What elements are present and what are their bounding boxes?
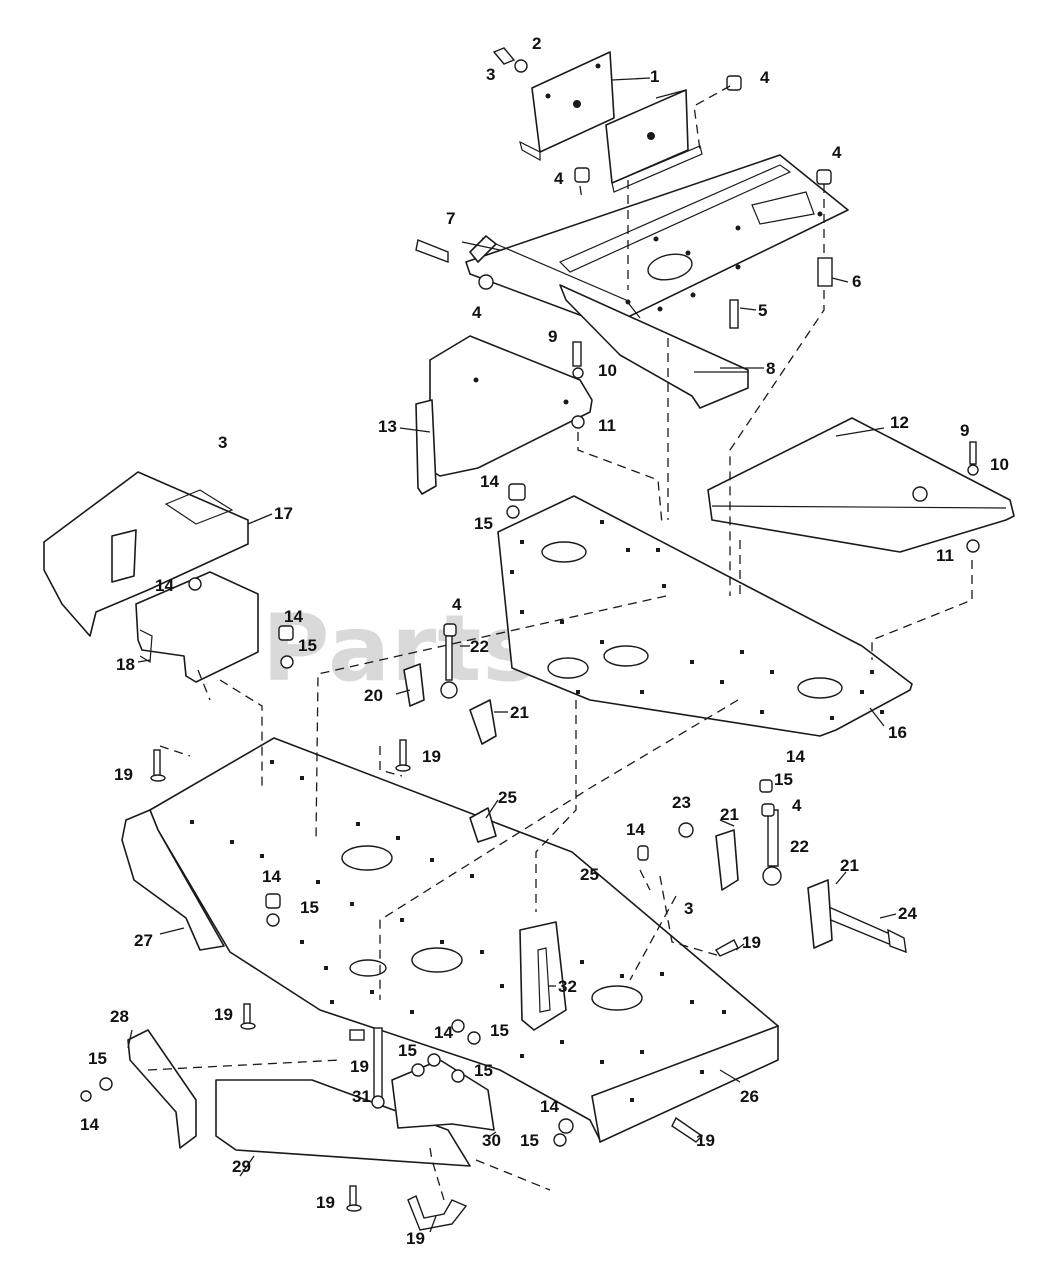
callout-4: 4	[554, 169, 564, 188]
part-28-29-lower-brackets	[127, 1029, 495, 1167]
callout-21: 21	[720, 805, 739, 824]
callout-15: 15	[490, 1021, 509, 1040]
callout-19: 19	[742, 933, 761, 952]
callout-2: 2	[532, 34, 541, 53]
callout-3: 3	[486, 65, 495, 84]
callout-11: 11	[936, 546, 954, 565]
callout-4: 4	[792, 796, 802, 815]
callout-4: 4	[472, 303, 482, 322]
part-1-mounting-brackets	[519, 51, 703, 193]
callout-7: 7	[446, 209, 455, 228]
part-17-left-shroud	[43, 471, 249, 637]
part-12-right-plate	[707, 417, 1015, 553]
callout-5: 5	[758, 301, 767, 320]
callout-19: 19	[316, 1193, 335, 1212]
callout-4: 4	[452, 595, 462, 614]
callout-15: 15	[474, 514, 493, 533]
callout-14: 14	[626, 820, 645, 839]
callout-24: 24	[898, 904, 917, 923]
callout-30: 30	[482, 1131, 501, 1150]
callout-15: 15	[474, 1061, 493, 1080]
part-32-slotted-bracket	[519, 921, 567, 1031]
callout-21: 21	[510, 703, 529, 722]
callout-23: 23	[672, 793, 691, 812]
callout-15: 15	[774, 770, 793, 789]
callout-labels: 1 2 3 4 4 4 7 4 6 5 9 10 8 13 11 12 9 10…	[80, 34, 1009, 1248]
callout-15: 15	[398, 1041, 417, 1060]
callout-14: 14	[262, 867, 281, 886]
callout-25: 25	[498, 788, 517, 807]
callout-14: 14	[480, 472, 499, 491]
callout-28: 28	[110, 1007, 129, 1026]
callout-32: 32	[558, 977, 577, 996]
part-13-side-plate	[415, 335, 593, 495]
part-24-long-bolt	[820, 902, 907, 954]
callout-29: 29	[232, 1157, 251, 1176]
callout-19: 19	[406, 1229, 425, 1248]
callout-3: 3	[684, 899, 693, 918]
callout-14: 14	[786, 747, 805, 766]
hardware-fasteners	[80, 47, 980, 1231]
part-27-flap	[121, 809, 225, 951]
part-8-frame-channel	[465, 154, 849, 409]
callout-15: 15	[300, 898, 319, 917]
callout-19: 19	[214, 1005, 233, 1024]
callout-22: 22	[470, 637, 489, 656]
callout-25: 25	[580, 865, 599, 884]
callout-31: 31	[352, 1087, 371, 1106]
callout-15: 15	[520, 1131, 539, 1150]
callout-15: 15	[88, 1049, 107, 1068]
callout-21: 21	[840, 856, 859, 875]
callout-22: 22	[790, 837, 809, 856]
callout-8: 8	[766, 359, 775, 378]
part-16-center-plate	[497, 495, 913, 737]
callout-19: 19	[696, 1131, 715, 1150]
callout-13: 13	[378, 417, 397, 436]
callout-18: 18	[116, 655, 135, 674]
callout-17: 17	[274, 504, 293, 523]
part-26-base-plate	[149, 737, 779, 1143]
callout-10: 10	[598, 361, 617, 380]
callout-19: 19	[350, 1057, 369, 1076]
callout-4: 4	[832, 143, 842, 162]
callout-19: 19	[422, 747, 441, 766]
callout-14: 14	[540, 1097, 559, 1116]
callout-1: 1	[650, 67, 659, 86]
callout-26: 26	[740, 1087, 759, 1106]
callout-20: 20	[364, 686, 383, 705]
callout-19: 19	[114, 765, 133, 784]
callout-14: 14	[155, 576, 174, 595]
callout-10: 10	[990, 455, 1009, 474]
callout-6: 6	[852, 272, 861, 291]
callout-9: 9	[960, 421, 969, 440]
callout-27: 27	[134, 931, 153, 950]
callout-16: 16	[888, 723, 907, 742]
part-21-22-pivot-assembly	[678, 809, 833, 949]
callout-14: 14	[80, 1115, 99, 1134]
callout-9: 9	[548, 327, 557, 346]
callout-15: 15	[298, 636, 317, 655]
assembly-alignment-lines	[147, 85, 973, 1201]
callout-3: 3	[218, 433, 227, 452]
callout-4: 4	[760, 68, 770, 87]
callout-leaders	[127, 77, 897, 1233]
callout-14: 14	[284, 607, 303, 626]
callout-14: 14	[434, 1023, 453, 1042]
callout-11: 11	[598, 416, 616, 435]
part-18-bracket	[135, 571, 259, 683]
callout-12: 12	[890, 413, 909, 432]
